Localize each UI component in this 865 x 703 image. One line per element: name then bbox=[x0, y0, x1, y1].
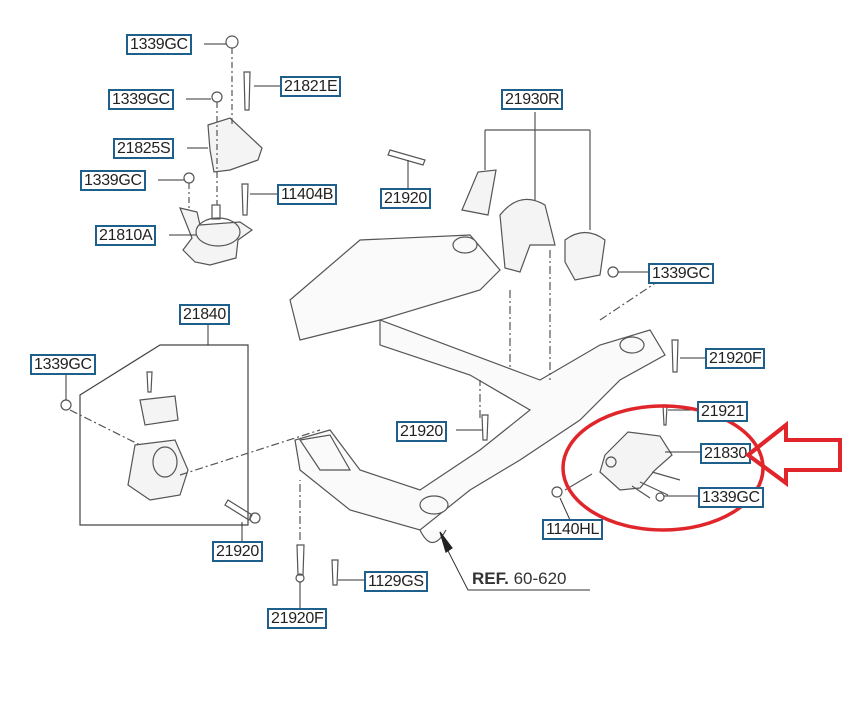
part-label[interactable]: 21821E bbox=[280, 76, 342, 97]
part-label[interactable]: 21920 bbox=[212, 541, 263, 562]
part-label[interactable]: 21920 bbox=[396, 421, 447, 442]
part-label[interactable]: 1339GC bbox=[698, 487, 764, 508]
part-label[interactable]: 21840 bbox=[179, 304, 230, 325]
part-label[interactable]: 1339GC bbox=[30, 354, 96, 375]
part-label[interactable]: 1339GC bbox=[126, 34, 192, 55]
reference-prefix: REF. bbox=[472, 569, 509, 588]
part-label[interactable]: 1339GC bbox=[80, 170, 146, 191]
engine-mount-21810a bbox=[179, 204, 254, 266]
part-label[interactable]: 1339GC bbox=[648, 263, 714, 284]
part-label[interactable]: 21921 bbox=[697, 401, 748, 422]
reference-code: 60-620 bbox=[513, 569, 567, 588]
part-label[interactable]: 11404B bbox=[277, 184, 338, 205]
mount-21840 bbox=[60, 344, 261, 526]
reference-note: REF. 60-620 bbox=[472, 569, 567, 589]
part-label[interactable]: 1339GC bbox=[108, 89, 174, 110]
part-label[interactable]: 1140HL bbox=[542, 519, 604, 540]
part-label[interactable]: 21810A bbox=[95, 225, 157, 246]
engine-mount-bracket-21825s bbox=[183, 35, 263, 216]
part-label[interactable]: 21930R bbox=[501, 89, 564, 110]
part-label-highlighted[interactable]: 21830 bbox=[700, 443, 751, 464]
highlight-circle bbox=[561, 404, 765, 532]
part-label[interactable]: 21920F bbox=[267, 608, 328, 629]
part-label[interactable]: 1129GS bbox=[364, 571, 428, 592]
transmission-mount-21830 bbox=[551, 404, 681, 502]
part-label[interactable]: 21920F bbox=[705, 348, 766, 369]
part-label[interactable]: 21920 bbox=[380, 188, 431, 209]
part-label[interactable]: 21825S bbox=[113, 138, 175, 159]
subframe bbox=[289, 234, 666, 544]
